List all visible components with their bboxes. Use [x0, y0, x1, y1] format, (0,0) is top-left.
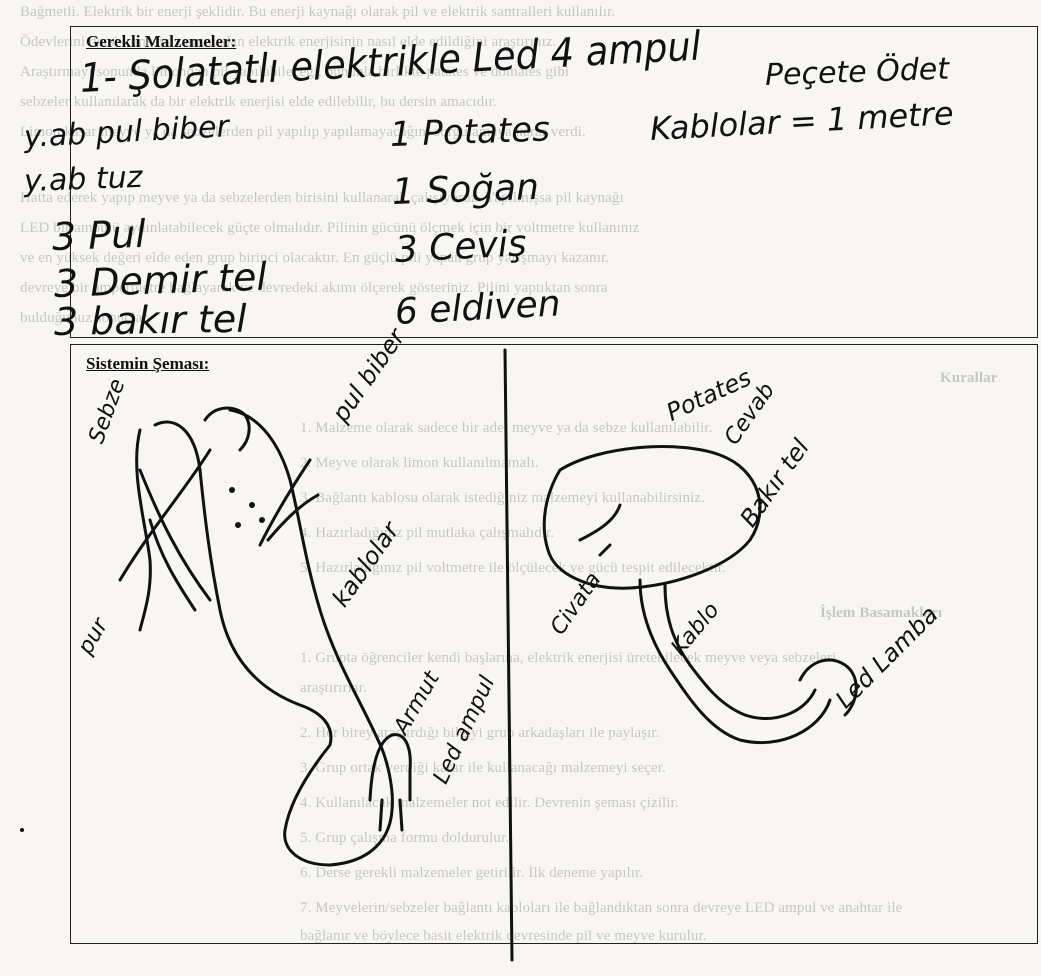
- potato-mark: [600, 545, 610, 555]
- pepper-inner: [205, 408, 249, 450]
- potato-mark: [580, 505, 620, 540]
- rivet-dot: [20, 828, 24, 832]
- divider-line: [505, 350, 512, 960]
- rivet-dot: [235, 522, 241, 528]
- rivet-dot: [229, 487, 235, 493]
- rivet-dot: [259, 517, 265, 523]
- pepper-stem-curve: [137, 430, 151, 630]
- led-left-leg: [380, 800, 382, 830]
- led-left: [370, 735, 410, 800]
- cross-mark: [150, 520, 195, 610]
- cable-right: [640, 580, 830, 743]
- rivet-dot: [249, 502, 255, 508]
- potato-outline: [544, 447, 760, 589]
- led-left-leg: [400, 800, 402, 830]
